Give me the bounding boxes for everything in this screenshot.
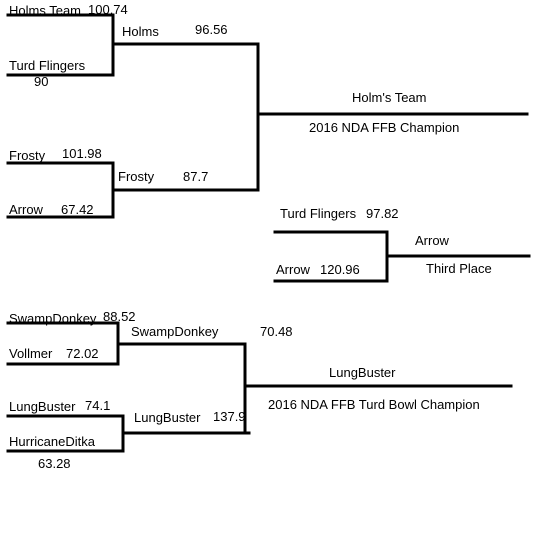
third-place-winner-name: Arrow — [415, 233, 449, 248]
champ-sf1-team-a-score: 100.74 — [88, 2, 128, 17]
third-place-title: Third Place — [426, 261, 492, 276]
champ-sf1-winner-score: 96.56 — [195, 22, 228, 37]
champ-sf2-team-b-score: 67.42 — [61, 202, 94, 217]
champ-sf2-team-a-score: 101.98 — [62, 146, 102, 161]
turd-sf1-winner-name: SwampDonkey — [131, 324, 219, 339]
champ-sf1-team-b-score: 90 — [34, 74, 49, 89]
champ-sf2-team-a-name: Frosty — [9, 148, 46, 163]
turd-sf2-winner-score: 137.9 — [213, 409, 246, 424]
turd-sf2-winner-name: LungBuster — [134, 410, 201, 425]
turd-sf2-team-a-score: 74.1 — [85, 398, 111, 413]
champ-sf2-winner-score: 87.7 — [183, 169, 209, 184]
turd-bowl-champion-title: 2016 NDA FFB Turd Bowl Champion — [268, 397, 480, 412]
third-team-a-score: 97.82 — [366, 206, 399, 221]
champ-sf2-winner-name: Frosty — [118, 169, 155, 184]
third-team-b-name: Arrow — [276, 262, 310, 277]
turd-sf2-team-b-name: HurricaneDitka — [9, 434, 95, 449]
champion-title: 2016 NDA FFB Champion — [309, 120, 460, 135]
champ-sf2-team-b-name: Arrow — [9, 202, 43, 217]
third-team-a-name: Turd Flingers — [280, 206, 357, 221]
turd-sf1-team-a-score: 88.52 — [103, 309, 136, 324]
turd-sf1-team-b-score: 72.02 — [66, 346, 99, 361]
turd-sf1-winner-score: 70.48 — [260, 324, 293, 339]
third-team-b-score: 120.96 — [320, 262, 360, 277]
turd-sf1-team-a-name: SwampDonkey — [9, 311, 97, 326]
turd-bowl-champion-name: LungBuster — [329, 365, 396, 380]
turd-sf2-team-b-score: 63.28 — [38, 456, 71, 471]
champ-sf1-winner-name: Holms — [122, 24, 159, 39]
champ-sf1-team-b-name: Turd Flingers — [9, 58, 86, 73]
turd-sf2-team-a-name: LungBuster — [9, 399, 76, 414]
turd-sf1-team-b-name: Vollmer — [9, 346, 53, 361]
champ-sf1-team-a-name: Holms Team — [9, 3, 82, 18]
champion-name: Holm's Team — [352, 90, 427, 105]
